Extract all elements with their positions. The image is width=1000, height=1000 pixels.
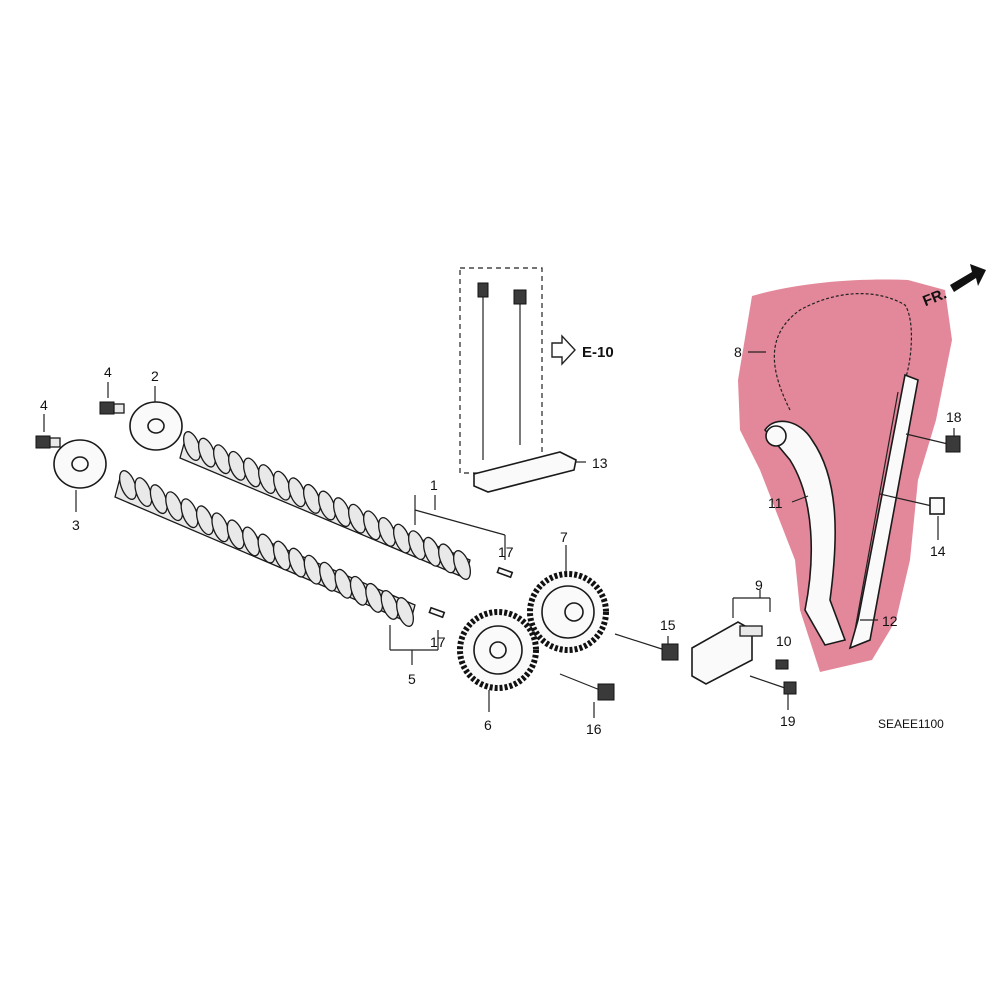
chain-tensioner[interactable] (691, 621, 763, 685)
callout-10: 10 (776, 633, 792, 649)
chain-guide[interactable] (848, 373, 919, 650)
cam-lobe (119, 470, 137, 500)
camshaft-holder-plate[interactable] (473, 451, 577, 493)
cross-reference-label: E-10 (582, 344, 614, 361)
cam-lobe (453, 550, 471, 580)
highlight-region[interactable] (738, 279, 952, 672)
cam-lobe (303, 554, 322, 585)
leader-lines (43, 351, 955, 718)
cam-lobe (365, 582, 384, 613)
cam-lobe (211, 512, 230, 543)
callout-17b: 17 (430, 634, 446, 650)
cam-lobe (226, 519, 245, 550)
callout-7: 7 (560, 529, 568, 545)
callout-13: 13 (592, 455, 608, 471)
dowel-pin-17b[interactable] (428, 606, 446, 619)
cam-lobe (165, 491, 184, 522)
dowel-pin-17a[interactable] (496, 566, 514, 579)
callout-5: 5 (408, 671, 416, 687)
bolt-group-box (459, 267, 543, 474)
cam-lobe (288, 547, 307, 578)
cam-lobe (257, 533, 276, 564)
tensioner-pin[interactable] (775, 659, 789, 670)
callout-8: 8 (734, 344, 742, 360)
callout-1: 1 (430, 477, 438, 493)
bolt-16[interactable] (559, 673, 615, 701)
callout-18: 18 (946, 409, 962, 425)
intake-camshaft[interactable] (179, 430, 474, 582)
cam-lobe (242, 526, 261, 557)
bolt-14[interactable] (879, 493, 945, 515)
vtc-actuator[interactable] (527, 571, 609, 653)
callout-3: 3 (72, 517, 80, 533)
exhaust-camshaft[interactable] (114, 469, 417, 629)
callout-6: 6 (484, 717, 492, 733)
exhaust-sprocket[interactable] (457, 609, 539, 691)
pulser-plate-3[interactable] (53, 439, 107, 489)
cross-reference-arrow-icon (551, 334, 576, 366)
callout-15: 15 (660, 617, 676, 633)
bolt-19[interactable] (749, 675, 797, 695)
cam-lobe (180, 498, 199, 529)
cam-lobe (134, 477, 153, 508)
cam-lobe (319, 561, 338, 592)
callouts: 1 2 3 4 4 5 6 7 8 9 10 11 12 13 14 15 16… (40, 344, 962, 737)
timing-chain[interactable] (773, 293, 913, 411)
cam-lobe (380, 589, 399, 620)
callout-2: 2 (151, 368, 159, 384)
callout-19: 19 (780, 713, 796, 729)
callout-4a: 4 (104, 364, 112, 380)
bolt-4a[interactable] (99, 401, 125, 415)
cam-lobe (396, 597, 414, 627)
callout-14: 14 (930, 543, 946, 559)
callout-16: 16 (586, 721, 602, 737)
cam-lobe (195, 505, 214, 536)
cam-lobe (149, 484, 168, 515)
callout-12: 12 (882, 613, 898, 629)
pulser-plate-2[interactable] (129, 401, 183, 451)
callout-11: 11 (768, 495, 783, 511)
diagram-reference-code: SEAEE1100 (878, 717, 944, 731)
callout-4b: 4 (40, 397, 48, 413)
callout-9: 9 (755, 577, 763, 593)
cam-lobe (272, 540, 291, 571)
cam-lobe (334, 568, 353, 599)
bolt-4b[interactable] (35, 435, 61, 449)
callout-17a: 17 (498, 544, 514, 560)
bolt-18[interactable] (905, 433, 961, 453)
tensioner-arm[interactable] (764, 420, 847, 646)
front-arrow-icon (950, 264, 986, 292)
cam-lobe (349, 575, 368, 606)
bolt-15[interactable] (614, 633, 679, 661)
